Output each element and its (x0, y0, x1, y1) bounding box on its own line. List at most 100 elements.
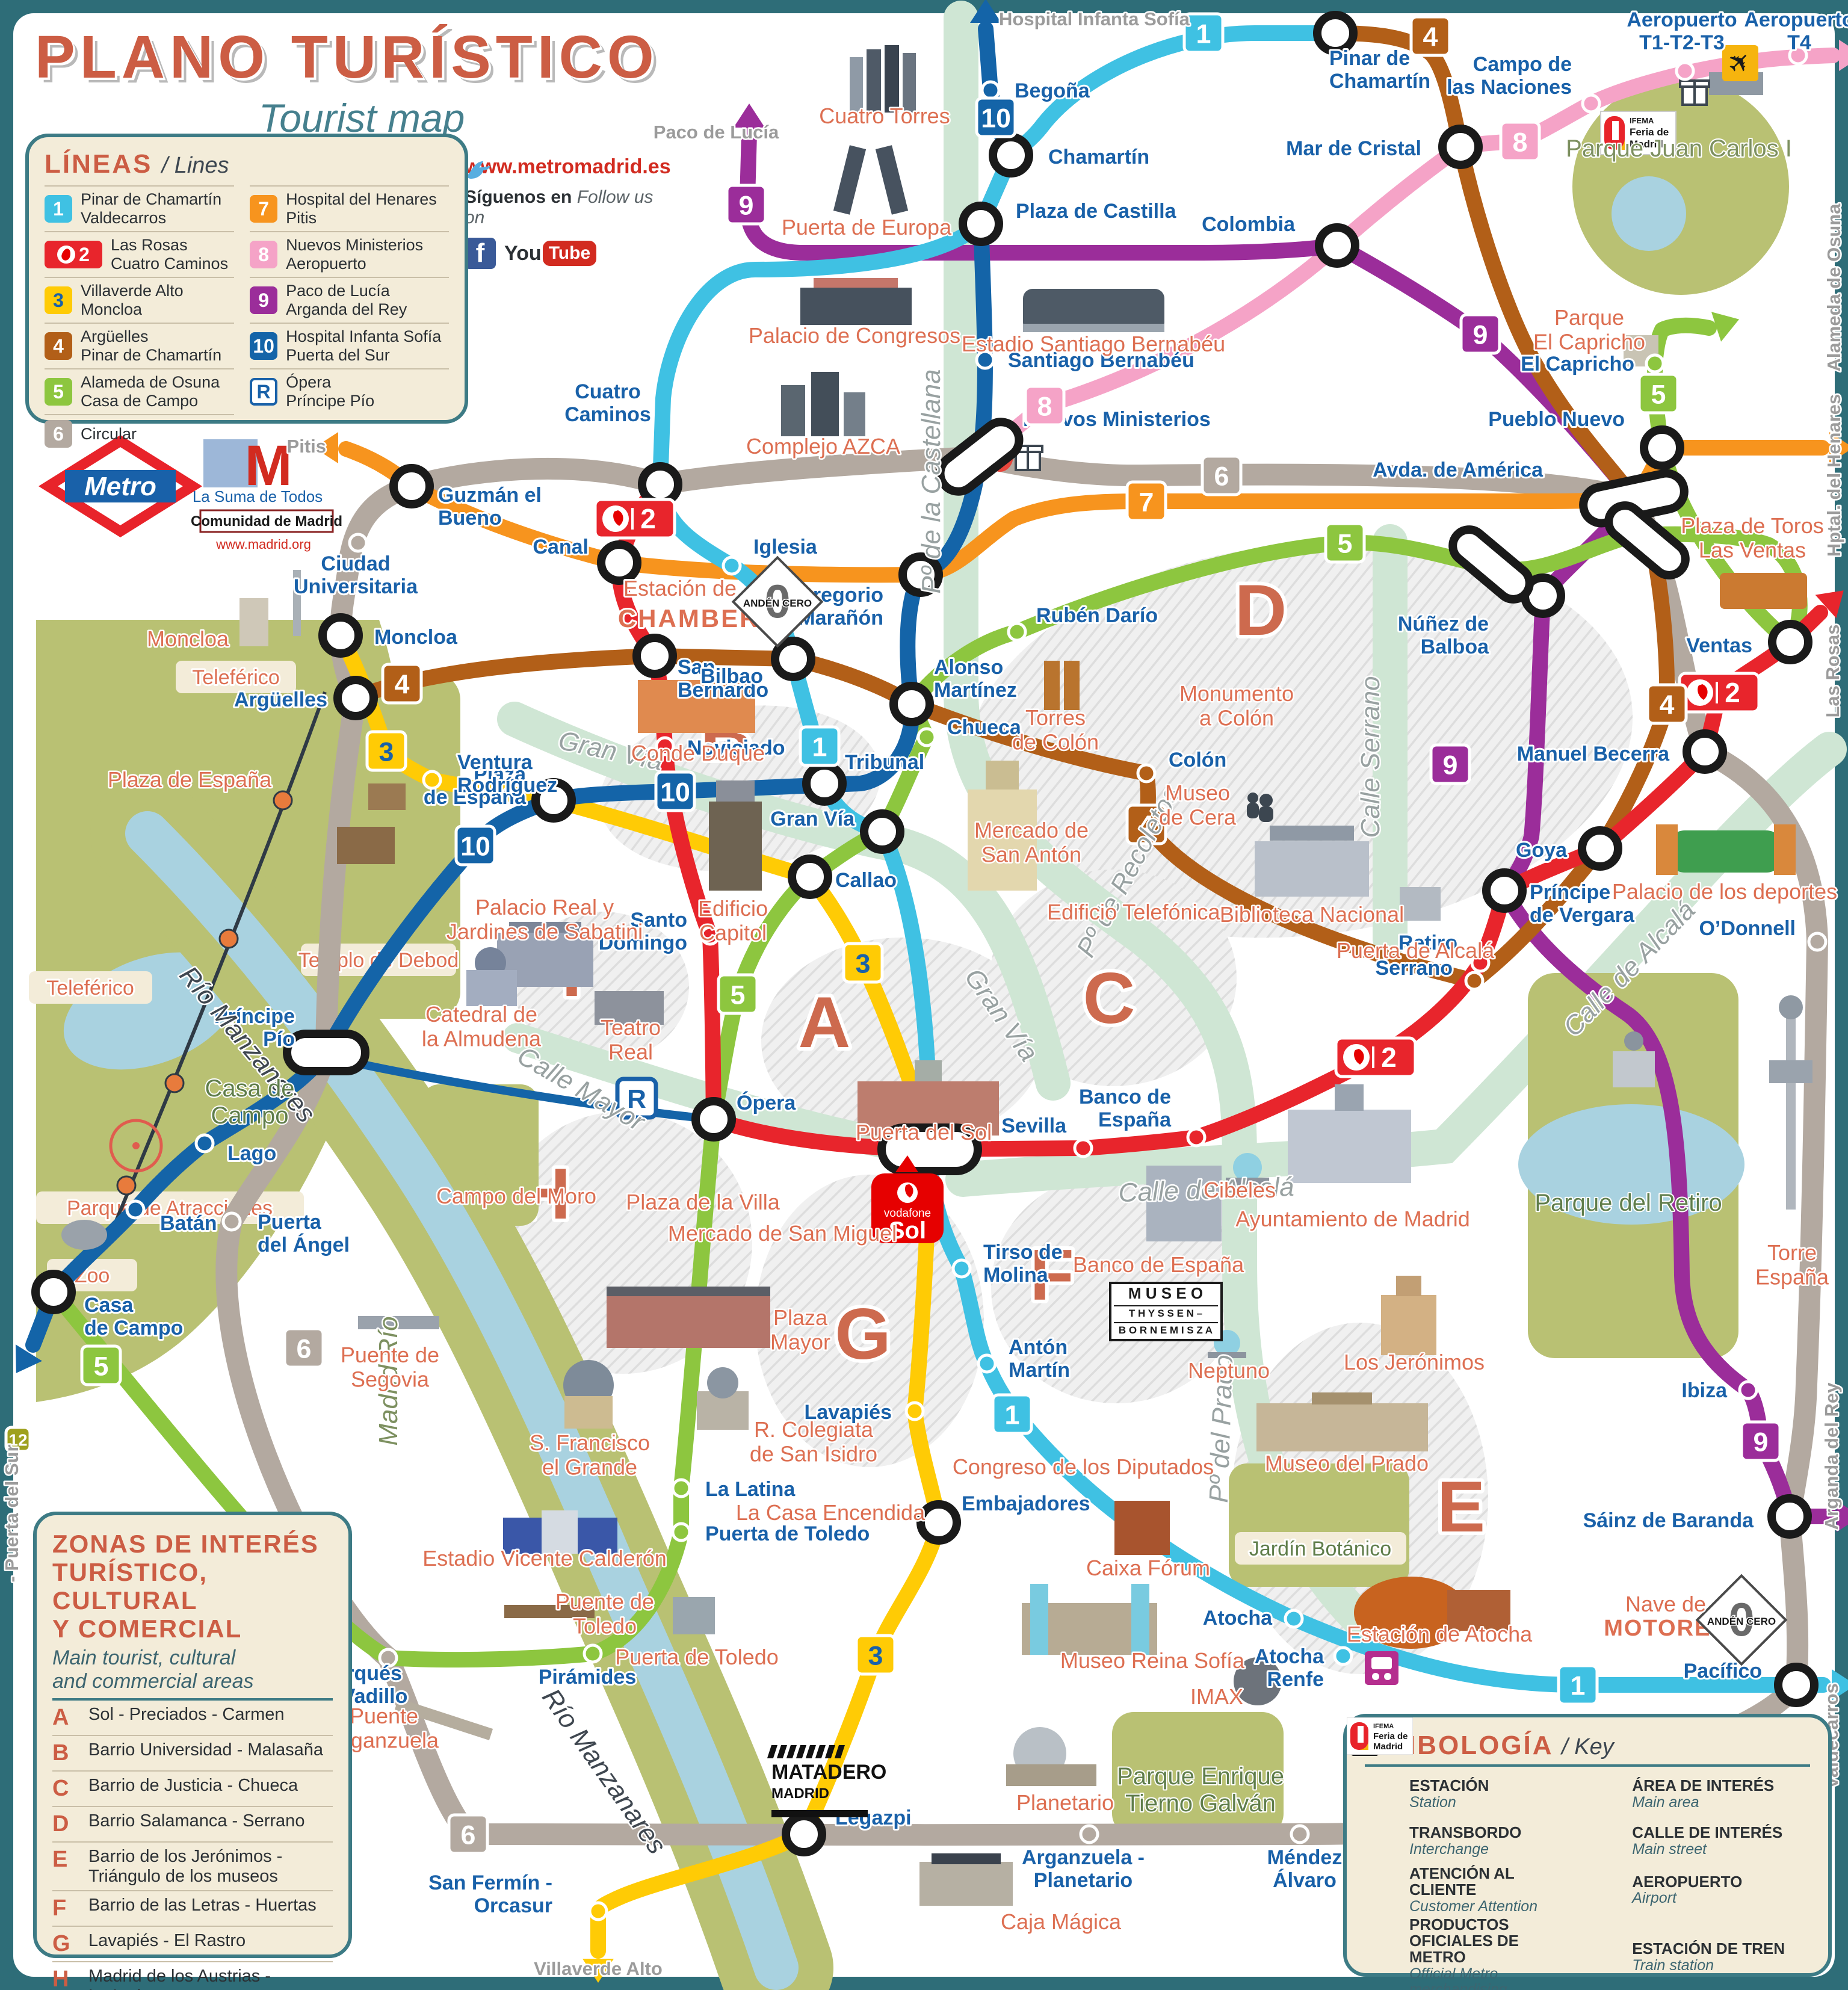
landmark-label-cuatro-torres: Cuatro Torres (819, 104, 950, 128)
line-8-arrow-4 (1839, 40, 1848, 71)
station-bilbao (771, 637, 815, 681)
lake-1 (1518, 1104, 1744, 1225)
building-icon-17 (1270, 826, 1354, 841)
facebook-icon[interactable]: f (465, 238, 496, 269)
landmark-label-palacio-de-congresos: Palacio de Congresos (749, 323, 960, 348)
line-badge-8-5: 8 (1024, 385, 1066, 427)
station-serrano (1464, 971, 1485, 991)
building-icon-4 (833, 145, 867, 215)
station-label-callao: Callao (835, 869, 897, 892)
station-marqués-de-vadillo (378, 1648, 398, 1668)
symbology-legend: SIMBOLOGÍA / Key ESTACIÓNStationAÁREA DE… (1343, 1714, 1832, 1990)
zone-letter-D: D (1235, 570, 1287, 650)
metro-line-10 (25, 21, 1019, 1353)
svg-text:2: 2 (640, 503, 656, 534)
airport-icon: ✈ (1720, 43, 1759, 82)
station-label-canal: Canal (533, 536, 589, 558)
street-label-calle-de-alcalá: Calle de Alcalá (1118, 1172, 1294, 1208)
svg-text:1: 1 (1196, 19, 1211, 49)
park-4 (1112, 1712, 1284, 1835)
svg-text:4: 4 (1423, 22, 1438, 52)
line-badge-9-21: 9 (1429, 743, 1471, 785)
building-icon-29 (239, 598, 268, 646)
svg-text:M U S E O: M U S E O (1128, 1284, 1203, 1302)
building-icon-12 (1023, 324, 1164, 332)
page-title: PLANO TURÍSTICO (35, 23, 659, 91)
svg-text:IFEMA: IFEMA (1373, 1723, 1394, 1730)
building-icon-50 (1256, 1403, 1428, 1451)
station-label-rubén-darío: Rubén Darío (1036, 604, 1158, 627)
building-icon-7 (814, 278, 898, 288)
twitter-icon[interactable] (465, 155, 499, 187)
building-icon-30 (293, 570, 301, 636)
svg-text:Madrid: Madrid (1373, 1741, 1403, 1752)
station-príncipe-pío (283, 1030, 369, 1075)
station-pirámides (583, 1643, 603, 1664)
station-guzmán-el-bueno (389, 464, 434, 508)
station-label-moncloa: Moncloa (374, 626, 458, 649)
station-noviciado (655, 736, 675, 756)
svg-text:4: 4 (1139, 811, 1154, 841)
station-gran-vía (860, 809, 904, 854)
building-icon-68 (673, 1597, 715, 1634)
station-label-pueblo-nuevo: Pueblo Nuevo (1488, 408, 1625, 431)
landmark-label-estación-de-atocha: Estación de Atocha (1347, 1622, 1533, 1646)
station-mar-de-cristal (1438, 125, 1483, 169)
building-icon-10 (844, 392, 865, 436)
building-icon-49 (1396, 1276, 1421, 1296)
line-badge-12-32: 12 (4, 1426, 32, 1453)
station-label-pacífico: Pacífico (1684, 1660, 1762, 1683)
terminus-label-las-rosas: Las Rosas (1822, 624, 1843, 717)
website-link[interactable]: www.metromadrid.es (465, 155, 671, 178)
building-icon-6 (800, 288, 912, 325)
station-label-noviciado: Noviciado (687, 737, 785, 759)
terminus-label-arganda-del-rey: Arganda del Rey (1821, 1382, 1842, 1530)
line-badge-5-23: 5 (1637, 372, 1680, 415)
svg-text:T H Y S S E N –: T H Y S S E N – (1129, 1308, 1202, 1319)
building-icon-14 (1044, 661, 1060, 710)
building-icon-40 (542, 1510, 578, 1554)
building-icon-77 (1779, 995, 1803, 1019)
building-icon-59 (1006, 1764, 1096, 1786)
line-badge-6-28: 6 (283, 1327, 325, 1369)
teleferico-cable (107, 691, 327, 1241)
landmark-label-moncloa: Moncloa (147, 626, 229, 651)
station-o-donnell (1807, 932, 1828, 952)
station-tirso-de-molina (951, 1258, 972, 1279)
station-rubén-darío (1007, 622, 1027, 642)
park-5 (1229, 1463, 1409, 1587)
building-icon-11 (1023, 289, 1164, 332)
svg-text:1: 1 (1005, 1400, 1020, 1430)
landmark-label-planetario: Planetario (1016, 1790, 1114, 1815)
svg-text:12: 12 (8, 1430, 27, 1449)
metro-line-1 (652, 25, 1831, 1693)
station-antón-martín (977, 1353, 997, 1374)
park-label-parque-del-retiro: Parque del Retiro (1534, 1190, 1722, 1216)
landmark-label-banco-de-españa: Banco de España (1073, 1252, 1244, 1277)
svg-text:MADRID: MADRID (771, 1785, 829, 1802)
